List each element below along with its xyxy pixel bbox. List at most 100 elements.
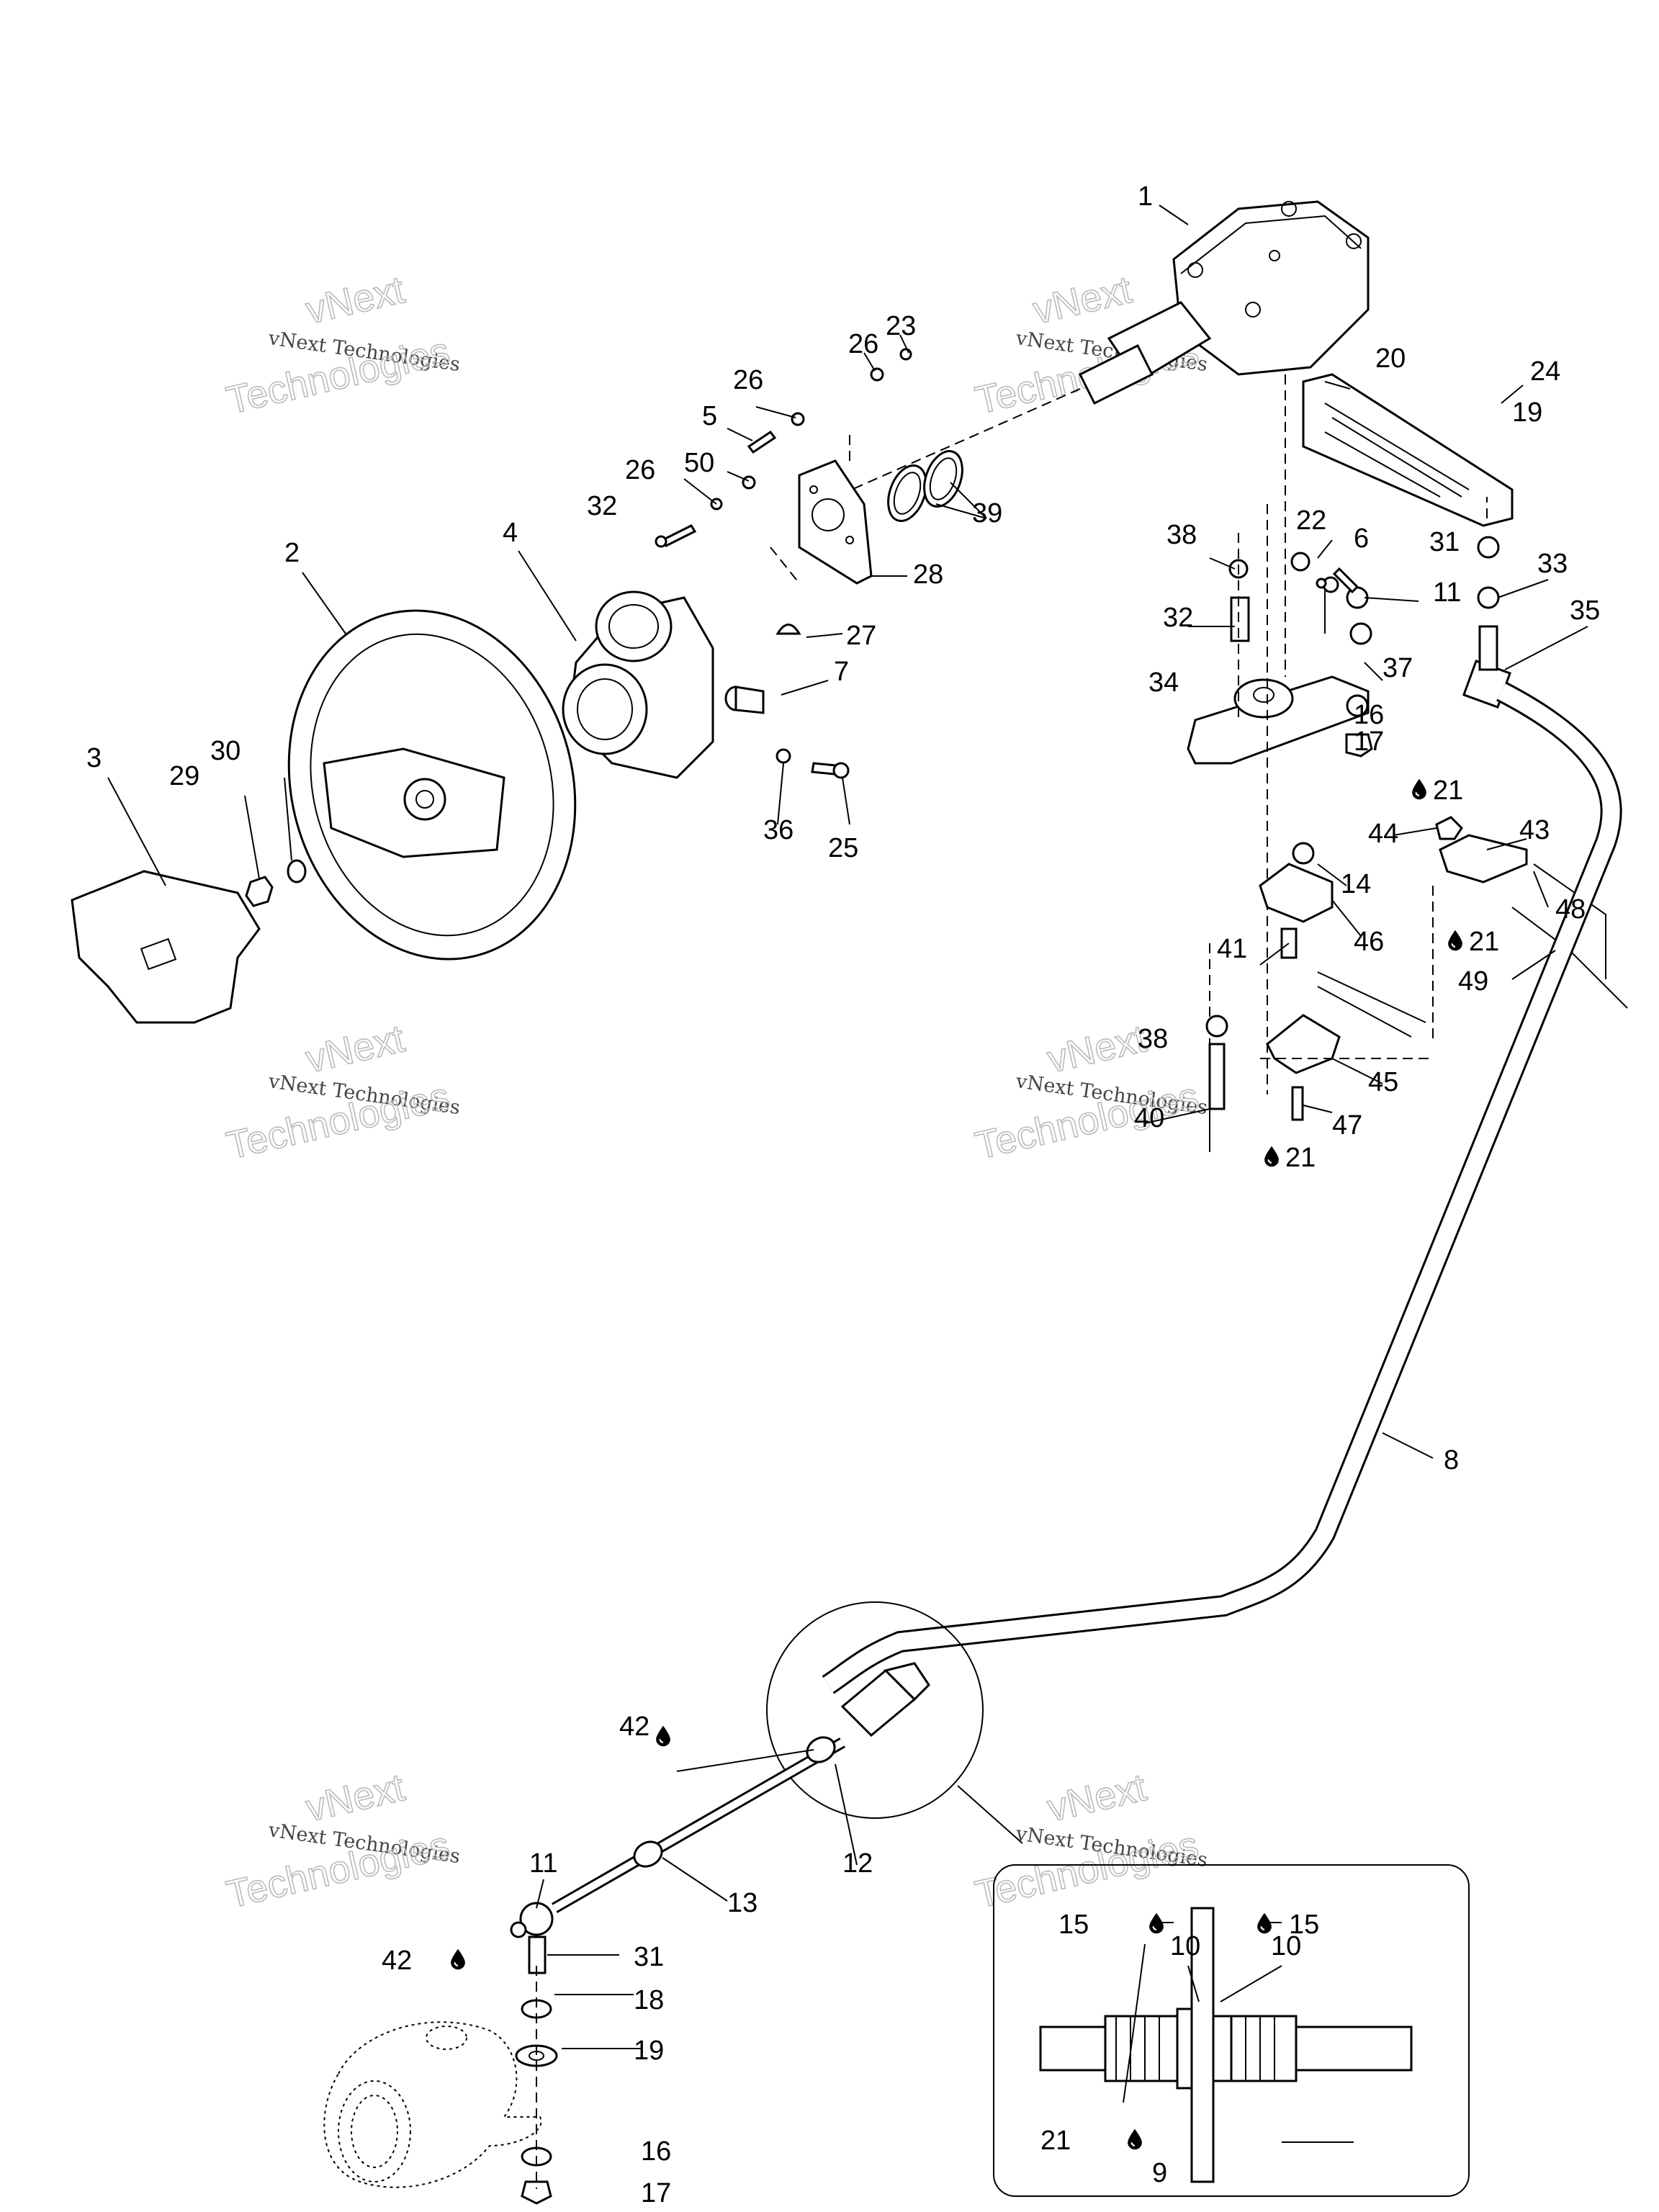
ball-joint-upper	[1228, 374, 1488, 1094]
callout-2: 2	[284, 538, 300, 568]
callout-6: 6	[1354, 523, 1369, 554]
callout-15b: 15	[1289, 1910, 1319, 1940]
oil-drop-icon	[1127, 2128, 1143, 2151]
center-cap	[71, 870, 261, 1024]
callout-25: 25	[828, 833, 858, 863]
callout-21d: 21	[1040, 2126, 1071, 2156]
callout-34: 34	[1148, 667, 1179, 698]
detail-inset-box	[993, 1864, 1470, 2197]
callout-21c: 21	[1285, 1143, 1316, 1173]
steering-cover	[562, 590, 714, 779]
lower-cable-clamp	[1209, 842, 1434, 1121]
callout-17a: 17	[1354, 727, 1384, 757]
callout-50: 50	[684, 448, 714, 478]
callout-15a: 15	[1058, 1910, 1089, 1940]
helm-axis-line	[835, 388, 1081, 498]
seal-rings	[887, 450, 963, 522]
cable-end-fitting	[1462, 536, 1511, 709]
svg-text:vNext: vNext	[302, 1766, 408, 1830]
callout-24: 24	[1530, 356, 1560, 387]
callout-10b: 10	[1271, 1931, 1301, 1961]
callout-17b: 17	[641, 2178, 671, 2208]
steering-wheel	[287, 609, 577, 961]
callout-23: 23	[886, 311, 916, 341]
oil-drop-icon	[1148, 1912, 1164, 1935]
callout-31b: 31	[634, 1942, 664, 1972]
callout-28: 28	[913, 559, 943, 590]
callout-26b: 26	[733, 365, 763, 395]
throttle-cable	[1533, 863, 1606, 979]
callout-3: 3	[86, 743, 102, 773]
helm-housing	[1078, 200, 1370, 405]
upper-bracket	[1302, 373, 1514, 527]
callout-38a: 38	[1166, 520, 1197, 550]
callout-32b: 32	[1163, 603, 1193, 633]
woodruff-key	[775, 624, 801, 635]
callout-38b: 38	[1138, 1024, 1168, 1054]
oil-drop-icon	[655, 1725, 671, 1748]
callout-42a: 42	[619, 1712, 649, 1742]
oil-drop-icon	[1411, 778, 1427, 801]
callout-29: 29	[169, 761, 199, 791]
cable-bulkhead-nut	[840, 1662, 930, 1737]
callout-4: 4	[503, 518, 518, 548]
svg-text:vNext: vNext	[1029, 268, 1136, 333]
callout-12: 12	[842, 1848, 873, 1879]
oil-drop-icon	[1264, 1145, 1280, 1168]
watermark-mid-right: vNext vNext Technologies Technologies	[971, 1016, 1209, 1168]
rod-swivel	[633, 1736, 836, 1868]
watermark-bottom-left: vNext vNext Technologies Technologies	[222, 1765, 462, 1917]
callout-19a: 19	[1512, 397, 1542, 428]
callout-47: 47	[1332, 1110, 1362, 1141]
callout-11a: 11	[1433, 577, 1461, 608]
steering-cable-inner	[823, 683, 1620, 1692]
callout-22: 22	[1296, 505, 1326, 536]
callout-44: 44	[1368, 819, 1398, 849]
callout-33: 33	[1537, 549, 1568, 579]
aux-cable-1	[1317, 971, 1426, 1023]
hub-screw	[775, 748, 850, 779]
jet-nozzle-outline	[323, 2021, 542, 2188]
callout-27: 27	[846, 621, 876, 651]
oil-drop-icon	[1256, 1912, 1272, 1935]
callout-numbers: 1 2 3 4 5 6 7 8 9 10 10 11 11 12 13 14 1…	[86, 181, 1600, 2208]
callout-42b: 42	[382, 1946, 412, 1976]
fastener-cluster	[655, 348, 912, 548]
callout-19b: 19	[634, 2036, 664, 2066]
callout-49: 49	[1458, 966, 1488, 997]
callout-11b: 11	[529, 1848, 557, 1879]
callout-39: 39	[972, 498, 1002, 529]
steering-spacer	[724, 685, 765, 714]
callout-46: 46	[1354, 927, 1384, 957]
callout-30: 30	[210, 736, 240, 766]
callout-43: 43	[1519, 815, 1550, 845]
callout-31a: 31	[1429, 527, 1460, 557]
steering-cable-outer	[822, 681, 1622, 1694]
callout-35: 35	[1570, 595, 1600, 626]
oil-drop-icon	[1447, 929, 1463, 952]
ball-joint-lower	[510, 1902, 558, 2205]
detail-callout-circle	[766, 1601, 984, 1819]
callout-16b: 16	[641, 2136, 671, 2167]
oil-drop-icon	[450, 1948, 466, 1971]
callout-32a: 32	[587, 491, 617, 521]
callout-10a: 10	[1170, 1931, 1200, 1961]
leader-lines	[107, 204, 1588, 2143]
aux-cable-2	[1317, 986, 1412, 1038]
wheel-nut-washer	[245, 859, 307, 907]
cable-rod-inner	[552, 1739, 845, 1912]
callout-20: 20	[1375, 343, 1406, 374]
callout-26a: 26	[848, 329, 878, 359]
lower-bolt	[1205, 1015, 1228, 1152]
watermark-top-left: vNext vNext Technologies Technologies	[222, 267, 462, 423]
callout-21b: 21	[1469, 927, 1499, 957]
detail-leader	[957, 1785, 1023, 1844]
helm-mounting-plate	[770, 432, 873, 585]
callout-21a: 21	[1433, 775, 1463, 806]
callout-13: 13	[727, 1888, 757, 1918]
callout-26c: 26	[625, 455, 655, 485]
svg-text:vNext: vNext	[302, 268, 408, 333]
callout-40: 40	[1134, 1103, 1164, 1133]
callout-41: 41	[1217, 934, 1247, 964]
callout-16a: 16	[1354, 700, 1384, 730]
